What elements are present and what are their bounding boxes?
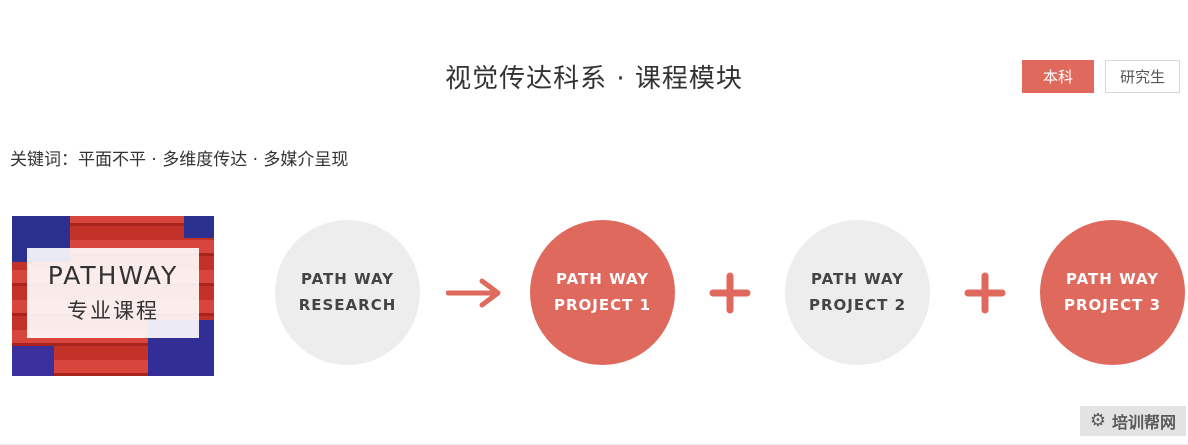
watermark: ⚙ 培训帮网 [1079, 406, 1186, 436]
flow-node-research: PATH WAY RESEARCH [275, 220, 420, 365]
page-title: 视觉传达科系 · 课程模块 [445, 64, 743, 94]
flow-node-label: PROJECT 2 [808, 295, 907, 314]
degree-tabs: 本科 研究生 [1021, 60, 1180, 93]
pathway-image: PATHWAY 专业课程 [12, 216, 214, 376]
flow-node-label: PATH WAY [556, 270, 649, 288]
pathway-flow-diagram: PATH WAY RESEARCH PATH WAY PROJECT 1 PAT… [275, 220, 1185, 365]
pathway-overlay: PATHWAY 专业课程 [27, 248, 199, 338]
gear-icon: ⚙ [1089, 410, 1106, 431]
flow-node-label: PATH WAY [301, 270, 394, 288]
plus-icon [675, 272, 785, 314]
pathway-title: PATHWAY [47, 261, 179, 290]
flow-node-project-1: PATH WAY PROJECT 1 [530, 220, 675, 365]
watermark-label: 培训帮网 [1111, 413, 1176, 432]
flow-node-label: PATH WAY [811, 270, 904, 288]
flow-node-project-3: PATH WAY PROJECT 3 [1040, 220, 1185, 365]
flow-node-label: RESEARCH [298, 295, 397, 314]
flow-node-label: PROJECT 3 [1063, 295, 1162, 314]
plus-icon [930, 272, 1040, 314]
arrow-right-icon [420, 276, 530, 310]
flow-node-label: PROJECT 1 [553, 295, 652, 314]
flow-node-label: PATH WAY [1066, 270, 1159, 288]
flow-node-project-2: PATH WAY PROJECT 2 [785, 220, 930, 365]
pathway-subtitle: 专业课程 [67, 299, 159, 323]
tab-undergraduate[interactable]: 本科 [1021, 60, 1094, 93]
keywords-text: 关键词：平面不平 · 多维度传达 · 多媒介呈现 [10, 150, 349, 170]
tab-postgraduate[interactable]: 研究生 [1104, 60, 1180, 93]
